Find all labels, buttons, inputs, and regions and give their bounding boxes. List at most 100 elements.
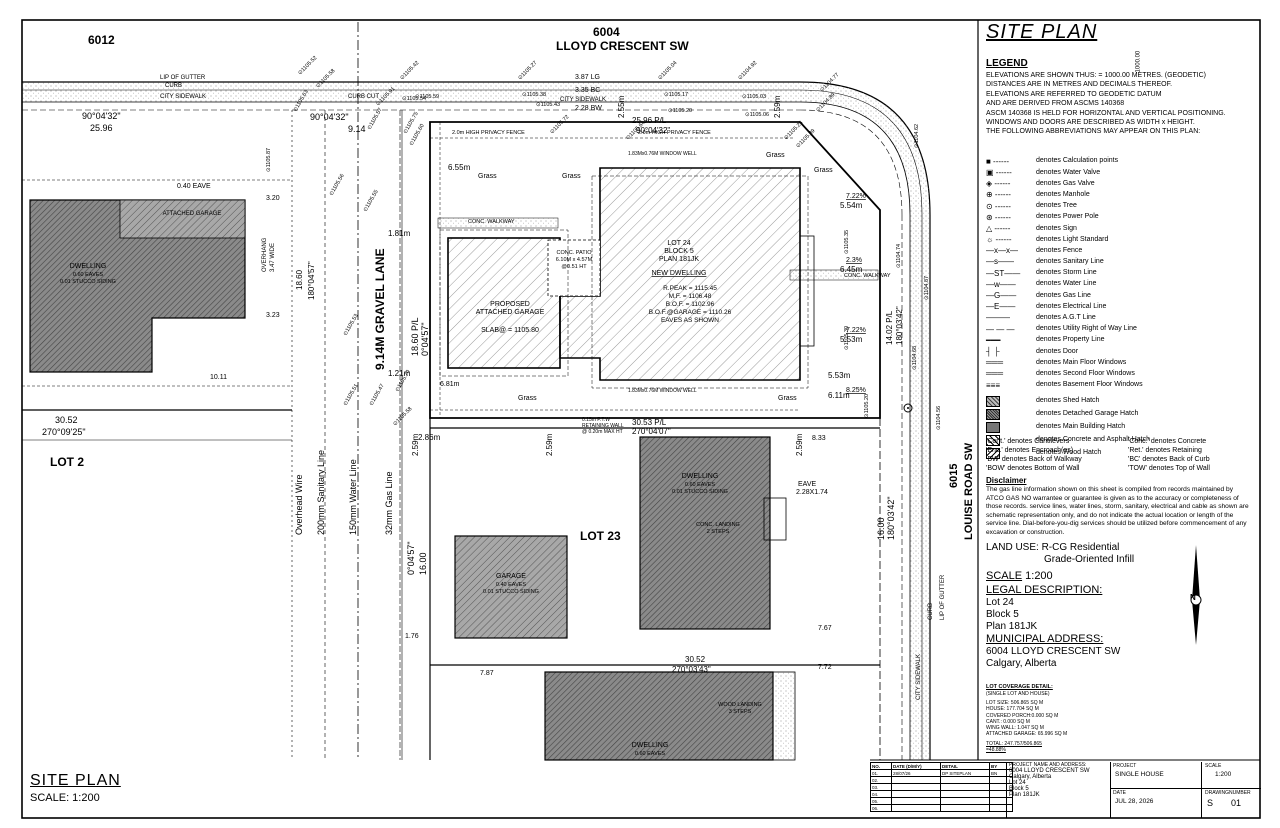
legend-symbol: ≡≡≡	[986, 380, 1001, 390]
coverage-line: ATTACHED GARAGE: 65.996 SQ M	[986, 731, 1068, 738]
city-sidewalk-label: CITY SIDEWALK	[160, 94, 206, 100]
legend-item: —x—x—denotes Fence	[986, 246, 1252, 257]
elevation-point: ⊙1105.35	[844, 230, 850, 254]
coverage-total: TOTAL: 247.757/506.865	[986, 740, 1042, 747]
neighbor-garage-lot23	[454, 535, 568, 639]
sanitary-line-label: 200mm Sanitary Line	[316, 450, 326, 535]
land-use-value: R-CG Residential	[1041, 542, 1120, 553]
rev-cell	[940, 790, 990, 798]
dim-top-pl: 25.96 P/L	[632, 116, 667, 125]
n-dwelling-2: DWELLING	[682, 473, 719, 480]
slope-825: 8.25%	[846, 387, 866, 394]
slope-23: 2.3%	[846, 257, 862, 264]
legend-symbol: ═══	[986, 358, 1004, 368]
elevation-point: ⊙1104.74	[896, 244, 902, 268]
legend-text: denotes Sign	[1036, 224, 1077, 232]
grass-label-3: Grass	[766, 152, 785, 159]
elevation-point: ⊙1104.62	[914, 124, 920, 148]
dim-286: 2.86m	[418, 433, 441, 442]
project-info: PROJECT SINGLE HOUSE SCALE 1:200 DATE JU…	[1110, 762, 1261, 818]
dim-lg: 3.87 LG	[575, 74, 600, 81]
legend-symbol: ◈ ------	[986, 179, 1011, 189]
coverage-line: HOUSE: 177.704 SQ M	[986, 706, 1039, 713]
legend-item: —G——denotes Gas Line	[986, 290, 1252, 301]
coverage-line: LOT SIZE: 506.865 SQ M	[986, 700, 1044, 707]
legend-text: denotes Calculation points	[1036, 157, 1119, 165]
legend-text: denotes Storm Line	[1036, 269, 1097, 277]
elevation-point: ⊙1105.30	[844, 326, 850, 350]
elevation-point: ⊙1105.53	[343, 313, 360, 337]
legend-item: ◈ ------denotes Gas Valve	[986, 178, 1252, 189]
dim-1860: 18.60	[295, 269, 304, 290]
louise-road-street	[901, 215, 931, 760]
window-well-label-2: 1.83Mx0.76M WINDOW WELL	[628, 388, 697, 394]
elevation-point: ⊙1105.20	[668, 108, 692, 114]
legend-item: ═══denotes Second Floor Windows	[986, 369, 1252, 380]
new-dwelling-footprint	[439, 167, 815, 389]
title-block: SITE PLAN LEGEND ELEVATIONS ARE SHOWN TH…	[978, 18, 1260, 818]
rev-cell: DP SITEPLAN	[940, 769, 990, 777]
curb-cut-label: CURB CUT	[348, 94, 379, 100]
dim-121: 1.21m	[388, 369, 411, 378]
project-addr-line: Plan 181JK	[1009, 792, 1040, 798]
north-label: N	[1190, 593, 1196, 602]
neighbor-dwelling-lot23	[639, 436, 771, 630]
abbr-row: 'BOW' denotes Bottom of Wall'TOW' denote…	[986, 465, 1252, 474]
lot-24-property-line	[429, 121, 881, 419]
legend-text: denotes Water Line	[1036, 280, 1097, 288]
hatch-text: denotes Shed Hatch	[1036, 397, 1100, 405]
retaining-1: 0.15m P.T.W	[582, 417, 610, 423]
project-addr-head: PROJECT NAME AND ADDRESS:	[1009, 762, 1087, 768]
project-address: PROJECT NAME AND ADDRESS: 6004 LLOYD CRE…	[1006, 762, 1109, 818]
gas-line-label: 32mm Gas Line	[384, 471, 394, 535]
patio-label-3: @0.51 HT	[561, 264, 587, 270]
project-value: SINGLE HOUSE	[1115, 771, 1164, 778]
dim-lot2-a: 30.52	[55, 415, 78, 425]
hatch-text: denotes Concrete and Asphalt Hatch	[1036, 436, 1151, 444]
dim-787: 7.87	[480, 670, 494, 677]
bof-garage-elev: B.O.F.@GARAGE = 1110.26	[649, 309, 732, 316]
dim-255: 2.55m	[617, 95, 626, 118]
dim-r-brg: 180°03'42"	[886, 496, 896, 540]
dim-767: 7.67	[818, 625, 832, 632]
grass-label-5: Grass	[518, 395, 537, 402]
legal-plan: Plan 181JK	[986, 621, 1038, 633]
elevation-point: ⊙1105.17	[664, 92, 688, 98]
abbr-right: 'TOW' denotes Top of Wall	[1128, 465, 1210, 472]
legend-symbol: △ ------	[986, 223, 1011, 233]
rt-sheet-head: NUMBER	[1229, 790, 1251, 796]
hatch-swatch	[986, 395, 1000, 407]
rev-header: DETAIL	[940, 762, 990, 770]
project-addr-line: Block 5	[1009, 786, 1029, 792]
dim-259a: 2.59m	[411, 433, 420, 456]
muni-street: 6004 LLOYD CRESCENT SW	[986, 646, 1121, 658]
lloyd-crescent-street	[22, 81, 931, 216]
rt-sheet-value: 01	[1231, 798, 1242, 808]
rev-cell: 03.	[870, 783, 892, 791]
legend-item: ⊕ ------denotes Manhole	[986, 190, 1252, 201]
n-dwelling-1-siding: 0.01 STUCCO SIDING	[60, 279, 116, 285]
hatch-swatch	[986, 434, 1000, 446]
abbr-row: 'BW' denotes Back of Walkway'BC' denotes…	[986, 456, 1252, 465]
legend-text: denotes Second Floor Windows	[1036, 369, 1135, 377]
legend-text: denotes Property Line	[1036, 336, 1105, 344]
legend-text: denotes A.G.T Line	[1036, 314, 1096, 322]
rev-cell	[891, 776, 941, 784]
elevation-point: ⊙1105.56	[329, 173, 346, 197]
rev-row: 06.	[870, 804, 1013, 812]
garage-label-1: PROPOSED	[490, 301, 530, 308]
legend-symbol: —E——	[986, 302, 1016, 312]
legend-note: AND ARE DERIVED FROM ASCMS 140368	[986, 100, 1125, 108]
fence-label-1: 2.0m HIGH PRIVACY FENCE	[452, 130, 525, 136]
coverage-pct: =48.88%	[986, 746, 1006, 753]
retaining-2: RETAINING WALL	[582, 423, 624, 429]
legend-text: denotes Fence	[1036, 246, 1083, 254]
legend-text: denotes Utility Right of Way Line	[1036, 325, 1137, 333]
dim-180457: 180°04'57"	[307, 261, 316, 300]
elevation-point: ⊙1105.06	[745, 112, 769, 118]
hatch-item: denotes Main Building Hatch	[986, 421, 1252, 434]
legend-heading: LEGEND	[986, 58, 1028, 69]
elevation-point: ⊙1104.87	[924, 276, 930, 300]
rev-cell: 01.	[870, 769, 892, 777]
footer-title-text: SITE PLAN	[30, 772, 121, 789]
